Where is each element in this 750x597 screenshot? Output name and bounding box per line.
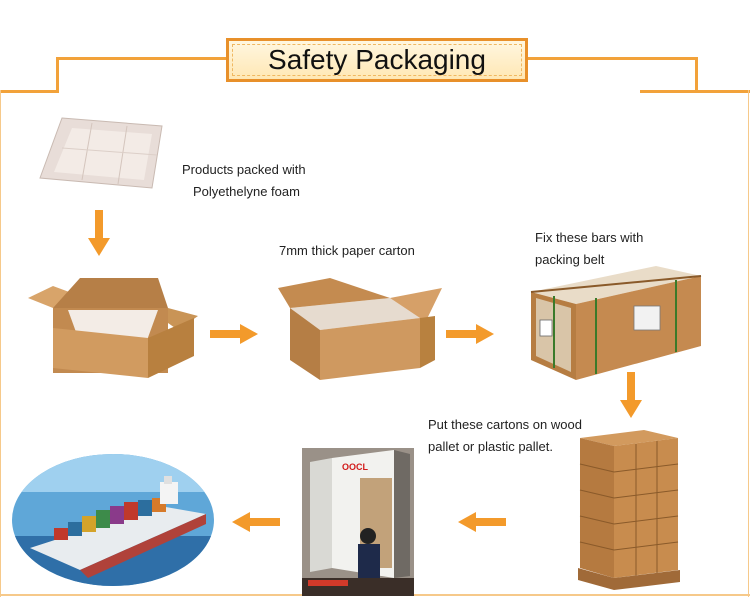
- arrow-right-2: [446, 324, 494, 344]
- frame-right-top: [526, 57, 698, 60]
- arrow-down-2: [620, 372, 642, 418]
- pallet-stack-image: [578, 430, 680, 590]
- arrow-down-1: [88, 210, 110, 256]
- caption-foam-line1: Products packed with: [182, 162, 306, 177]
- arrow-left-2: [232, 512, 280, 532]
- caption-foam: Products packed with Polyethelyne foam: [182, 159, 306, 203]
- caption-bars: Fix these bars with packing belt: [535, 227, 643, 271]
- frame-right-vertical: [695, 57, 698, 92]
- caption-pallet-line2: pallet or plastic pallet.: [428, 439, 554, 454]
- caption-bars-line2: packing belt: [535, 252, 605, 267]
- frame-border-right: [748, 90, 749, 597]
- crate-with-bars-image: [530, 266, 702, 380]
- cargo-ship-image: [12, 454, 214, 586]
- caption-bars-line1: Fix these bars with: [535, 230, 644, 245]
- caption-pallet: Put these cartons on wood pallet or plas…: [428, 414, 582, 458]
- frame-border-left: [0, 90, 1, 597]
- caption-foam-line2: Polyethelyne foam: [193, 184, 300, 199]
- open-box-foam-image: [28, 278, 198, 378]
- caption-pallet-line1: Put these cartons on wood: [428, 417, 582, 432]
- container-loading-image: OOCL: [302, 448, 414, 596]
- page-title: Safety Packaging: [268, 44, 486, 75]
- arrow-left-1: [458, 512, 506, 532]
- caption-carton: 7mm thick paper carton: [279, 243, 415, 258]
- frame-left-vertical: [56, 57, 59, 92]
- paper-carton-image: [278, 278, 442, 380]
- foam-bag-image: [39, 117, 163, 189]
- arrow-right-1: [210, 324, 258, 344]
- frame-left-top: [56, 57, 228, 60]
- frame-left-bottom: [0, 90, 59, 93]
- frame-right-bottom: [640, 90, 750, 93]
- container-logo: OOCL: [342, 462, 369, 472]
- title-banner: Safety Packaging: [226, 38, 528, 82]
